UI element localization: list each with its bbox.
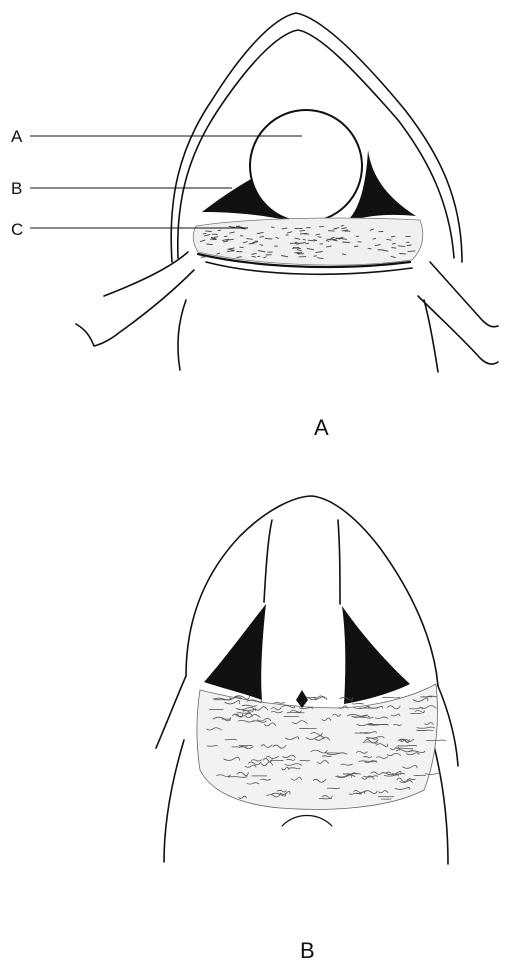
stipple-mark	[407, 245, 412, 246]
stipple-mark	[328, 231, 334, 232]
head-outline-b	[186, 496, 438, 686]
stipple-mark	[342, 242, 350, 243]
left-body-side	[178, 300, 186, 370]
stipple-mark	[259, 245, 263, 246]
callout-label-a: A	[11, 127, 23, 146]
right-body-side	[424, 300, 438, 372]
callout-label-b: B	[11, 179, 22, 198]
stipple-mark	[203, 233, 207, 234]
stipple-mark	[218, 230, 222, 231]
stipple-mark	[300, 230, 305, 231]
right-side-b	[438, 686, 458, 766]
central-structure-b	[264, 520, 272, 602]
left-side-b	[156, 676, 186, 748]
right-dark-region-b	[342, 606, 410, 704]
reticulation-mark	[352, 703, 364, 704]
central-structure-b-right	[338, 520, 340, 604]
stipple-mark	[201, 257, 207, 258]
callout-label-c: C	[11, 220, 23, 239]
panel-label-b: B	[300, 938, 315, 963]
stipple-mark	[398, 246, 405, 247]
right-body-b	[434, 746, 448, 864]
panel-label-a: A	[314, 415, 329, 440]
reticulation-mark	[274, 702, 285, 703]
panel-b-dark-regions	[204, 604, 410, 704]
reticulation-mark	[398, 745, 417, 746]
left-dark-region-b	[204, 604, 266, 700]
center-mark-b	[296, 690, 308, 708]
stipple-mark	[206, 244, 213, 245]
stipple-mark	[265, 238, 273, 239]
stipple-mark	[330, 239, 337, 240]
left-limb	[104, 252, 188, 296]
reticulation-mark	[382, 697, 400, 698]
stipple-mark	[214, 237, 218, 238]
stipple-mark	[205, 231, 212, 232]
lower-curve-b	[282, 816, 332, 827]
left-body-b	[164, 740, 184, 862]
left-limb-lower	[76, 270, 194, 346]
stipple-mark	[333, 229, 336, 230]
circular-structure	[250, 110, 362, 222]
